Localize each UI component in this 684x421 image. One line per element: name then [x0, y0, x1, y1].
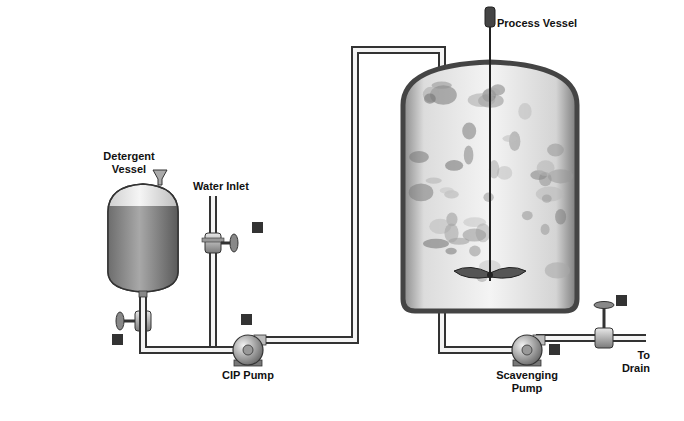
marker-square [252, 222, 263, 233]
detergent-vessel: Detergent Vessel [98, 150, 188, 297]
water-valve [202, 233, 238, 253]
node-label: Scavenging Pump [485, 369, 569, 395]
process-vessel-shape [400, 5, 580, 313]
drain-valve [594, 302, 614, 349]
marker-square [241, 314, 252, 325]
label-slot: Scavenging Pump [485, 369, 569, 395]
marker-square [616, 295, 627, 306]
label-slot: Process Vessel [494, 17, 580, 30]
label-slot: Detergent Vessel [98, 150, 160, 176]
pipe-connector [143, 297, 233, 350]
scavenging-pump: Scavenging Pump [495, 330, 559, 396]
cip-pump: CIP Pump [212, 330, 284, 388]
node-label: Detergent Vessel [98, 150, 160, 176]
node-label: CIP Pump [208, 369, 288, 382]
pipe-label: To Drain [610, 349, 650, 375]
label-slot: CIP Pump [208, 369, 288, 382]
marker-square [549, 344, 560, 355]
pipe-label: Water Inlet [186, 180, 256, 193]
marker-square [112, 334, 123, 345]
node-label: Process Vessel [494, 17, 580, 30]
process-vessel: Process Vessel [400, 5, 580, 313]
